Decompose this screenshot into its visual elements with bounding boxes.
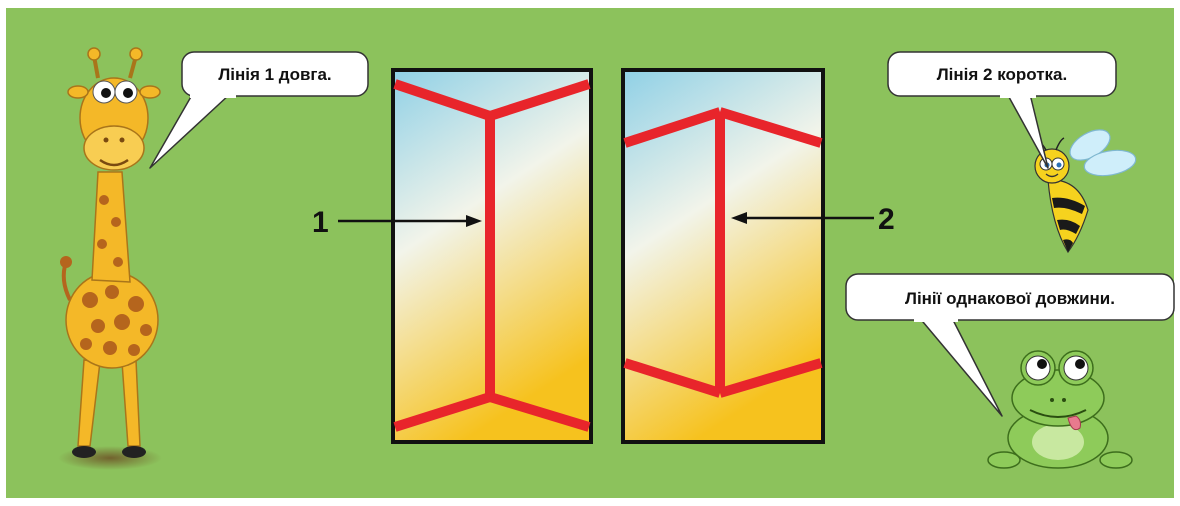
frog-speech-text: Лінії однакової довжини. (905, 289, 1115, 308)
label-1: 1 (312, 206, 329, 239)
label-2: 2 (878, 203, 895, 236)
giraffe-speech-text: Лінія 1 довга. (218, 65, 331, 84)
panel-1 (393, 70, 591, 442)
panel-2 (623, 70, 823, 442)
bee-speech-text: Лінія 2 коротка. (937, 65, 1068, 84)
